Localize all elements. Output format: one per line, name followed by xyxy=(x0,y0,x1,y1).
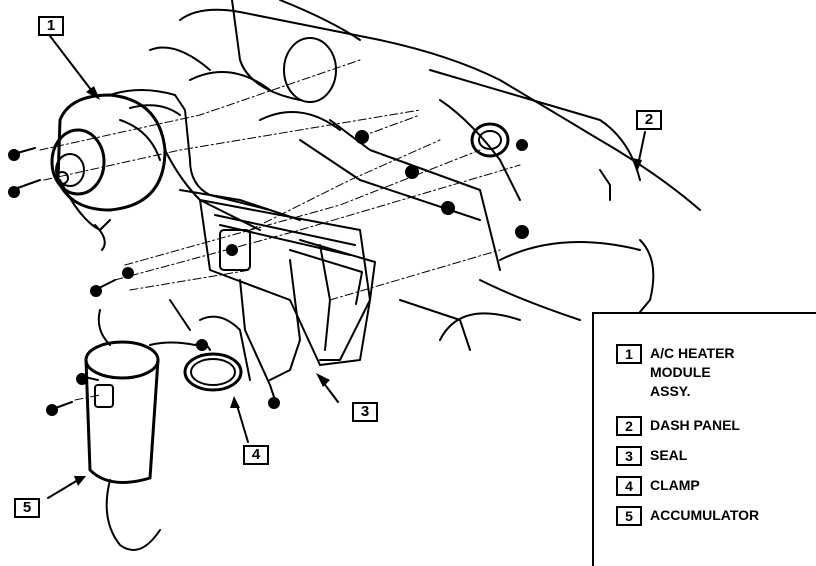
legend-item-4: 4 CLAMP xyxy=(616,476,800,496)
legend-number: 3 xyxy=(616,446,642,466)
legend-item-2: 2 DASH PANEL xyxy=(616,416,800,436)
callout-5: 5 xyxy=(14,498,40,518)
legend-label: CLAMP xyxy=(650,477,700,493)
legend-number: 4 xyxy=(616,476,642,496)
leader-arrowheads xyxy=(74,86,642,486)
accumulator-drawing xyxy=(79,309,196,551)
clamp-drawing xyxy=(183,342,243,392)
callout-2: 2 xyxy=(636,110,662,130)
alignment-lines xyxy=(39,59,521,401)
bolts-drawing xyxy=(8,130,529,416)
legend-item-1: 1 A/C HEATER MODULE ASSY. xyxy=(616,344,800,401)
heater-module-drawing xyxy=(50,89,271,251)
legend-item-3: 3 SEAL xyxy=(616,446,800,466)
legend-number: 5 xyxy=(616,506,642,526)
seal-drawing xyxy=(289,239,376,361)
legend-label: A/C HEATER MODULE ASSY. xyxy=(650,345,735,399)
legend-item-5: 5 ACCUMULATOR xyxy=(616,506,800,526)
callout-3: 3 xyxy=(352,402,378,422)
callout-4: 4 xyxy=(243,445,269,465)
legend-label: SEAL xyxy=(650,447,688,463)
legend-number: 2 xyxy=(616,416,642,436)
evaporator-case-drawing xyxy=(169,189,371,401)
legend-number: 1 xyxy=(616,344,642,364)
legend-label: ACCUMULATOR xyxy=(650,507,760,523)
legend: 1 A/C HEATER MODULE ASSY. 2 DASH PANEL 3… xyxy=(592,312,816,566)
dash-panel-drawing xyxy=(149,0,701,351)
callout-1: 1 xyxy=(38,16,64,36)
legend-label: DASH PANEL xyxy=(650,417,740,433)
